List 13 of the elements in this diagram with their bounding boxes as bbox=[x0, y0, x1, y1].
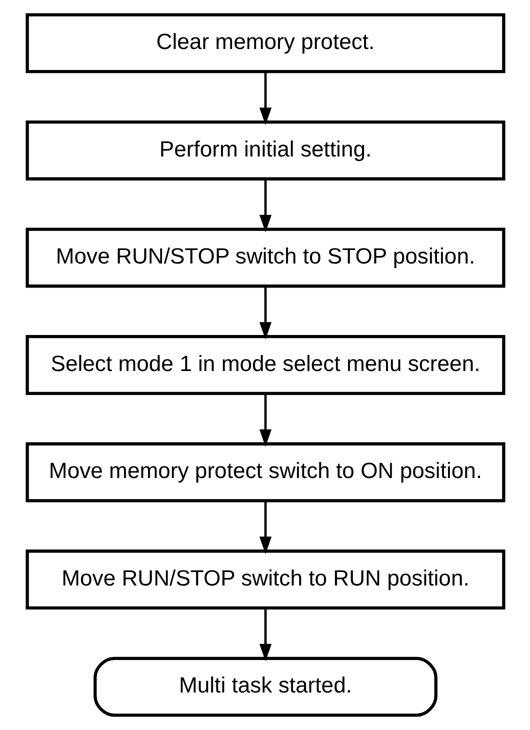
node-box: Select mode 1 in mode select menu screen. bbox=[25, 335, 505, 395]
arrow bbox=[258, 286, 272, 340]
arrow bbox=[258, 394, 272, 447]
node-box: Move RUN/STOP switch to STOP position. bbox=[25, 228, 505, 288]
arrow bbox=[258, 501, 272, 554]
node-box: Multi task started. bbox=[93, 656, 437, 717]
arrow bbox=[258, 72, 272, 125]
node-box: Clear memory protect. bbox=[25, 13, 505, 74]
node-box: Move memory protect switch to ON position. bbox=[25, 442, 505, 502]
node-box: Move RUN/STOP switch to RUN position. bbox=[25, 550, 505, 610]
arrow bbox=[258, 179, 272, 232]
arrow bbox=[258, 608, 272, 662]
node-box: Perform initial setting. bbox=[25, 120, 505, 180]
